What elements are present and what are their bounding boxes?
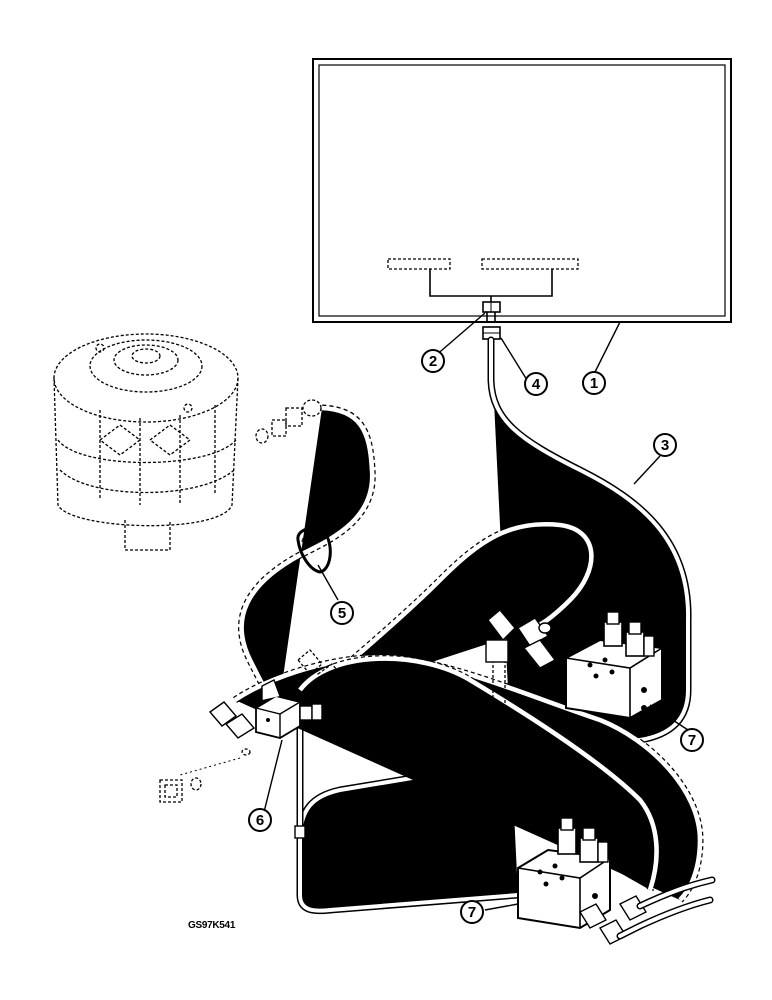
return-lines	[492, 660, 506, 781]
figure-id: GS97K541	[188, 920, 236, 931]
callout-4: 4	[524, 372, 548, 396]
hose-3	[300, 340, 688, 911]
tank-panel	[312, 58, 732, 323]
motor-fittings	[255, 399, 322, 444]
svg-text:7: 7	[688, 732, 696, 749]
callout-7-upper: 7	[680, 728, 704, 752]
svg-text:3: 3	[661, 437, 669, 454]
motor-drain-hose	[242, 408, 373, 712]
clamp-5	[296, 526, 332, 574]
svg-text:1: 1	[590, 375, 598, 392]
svg-text:2: 2	[429, 353, 437, 370]
callout-5: 5	[330, 601, 354, 625]
svg-text:4: 4	[532, 376, 541, 393]
valve-block-7-lower	[517, 817, 716, 945]
upper-fittings	[485, 609, 557, 669]
callout-7-lower: 7	[460, 900, 484, 924]
callout-1: 1	[582, 371, 606, 395]
tube-6-down	[294, 722, 306, 839]
fitting-2	[482, 301, 501, 322]
valve-block-7-upper	[565, 611, 663, 720]
svg-text:5: 5	[338, 605, 346, 622]
valve-6	[179, 649, 343, 776]
hydraulic-motor	[53, 333, 239, 551]
callout-6: 6	[248, 808, 272, 832]
svg-text:7: 7	[468, 904, 476, 921]
svg-text:6: 6	[256, 812, 264, 829]
leader-lines	[263, 312, 689, 911]
nut-washer	[159, 777, 202, 803]
callout-3: 3	[653, 433, 677, 457]
callout-2: 2	[421, 349, 445, 373]
